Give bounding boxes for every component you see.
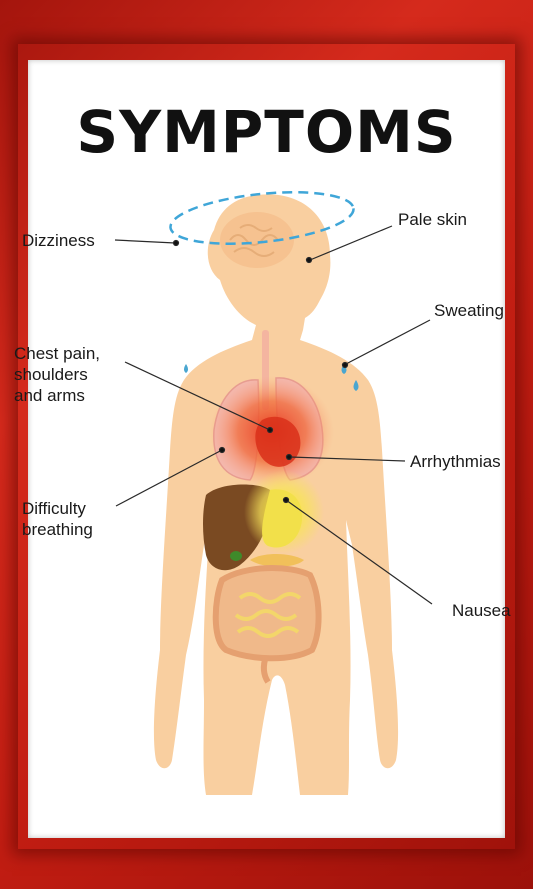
gallbladder [230, 551, 242, 561]
poster-title: SYMPTOMS [76, 98, 457, 166]
label-sweating: Sweating [434, 301, 504, 320]
intestines [212, 565, 322, 684]
label-difficulty-breathing: Difficulty breathing [22, 499, 93, 539]
label-pale-skin: Pale skin [398, 210, 467, 229]
dizziness-halo [169, 191, 355, 245]
brain [220, 212, 294, 268]
label-arrhythmias: Arrhythmias [410, 452, 501, 471]
pancreas [250, 554, 304, 567]
label-dizziness: Dizziness [22, 231, 95, 250]
leader-lines [114, 225, 433, 605]
label-chest-pain: Chest pain, shoulders and arms [14, 344, 100, 405]
label-nausea: Nausea [452, 601, 511, 620]
